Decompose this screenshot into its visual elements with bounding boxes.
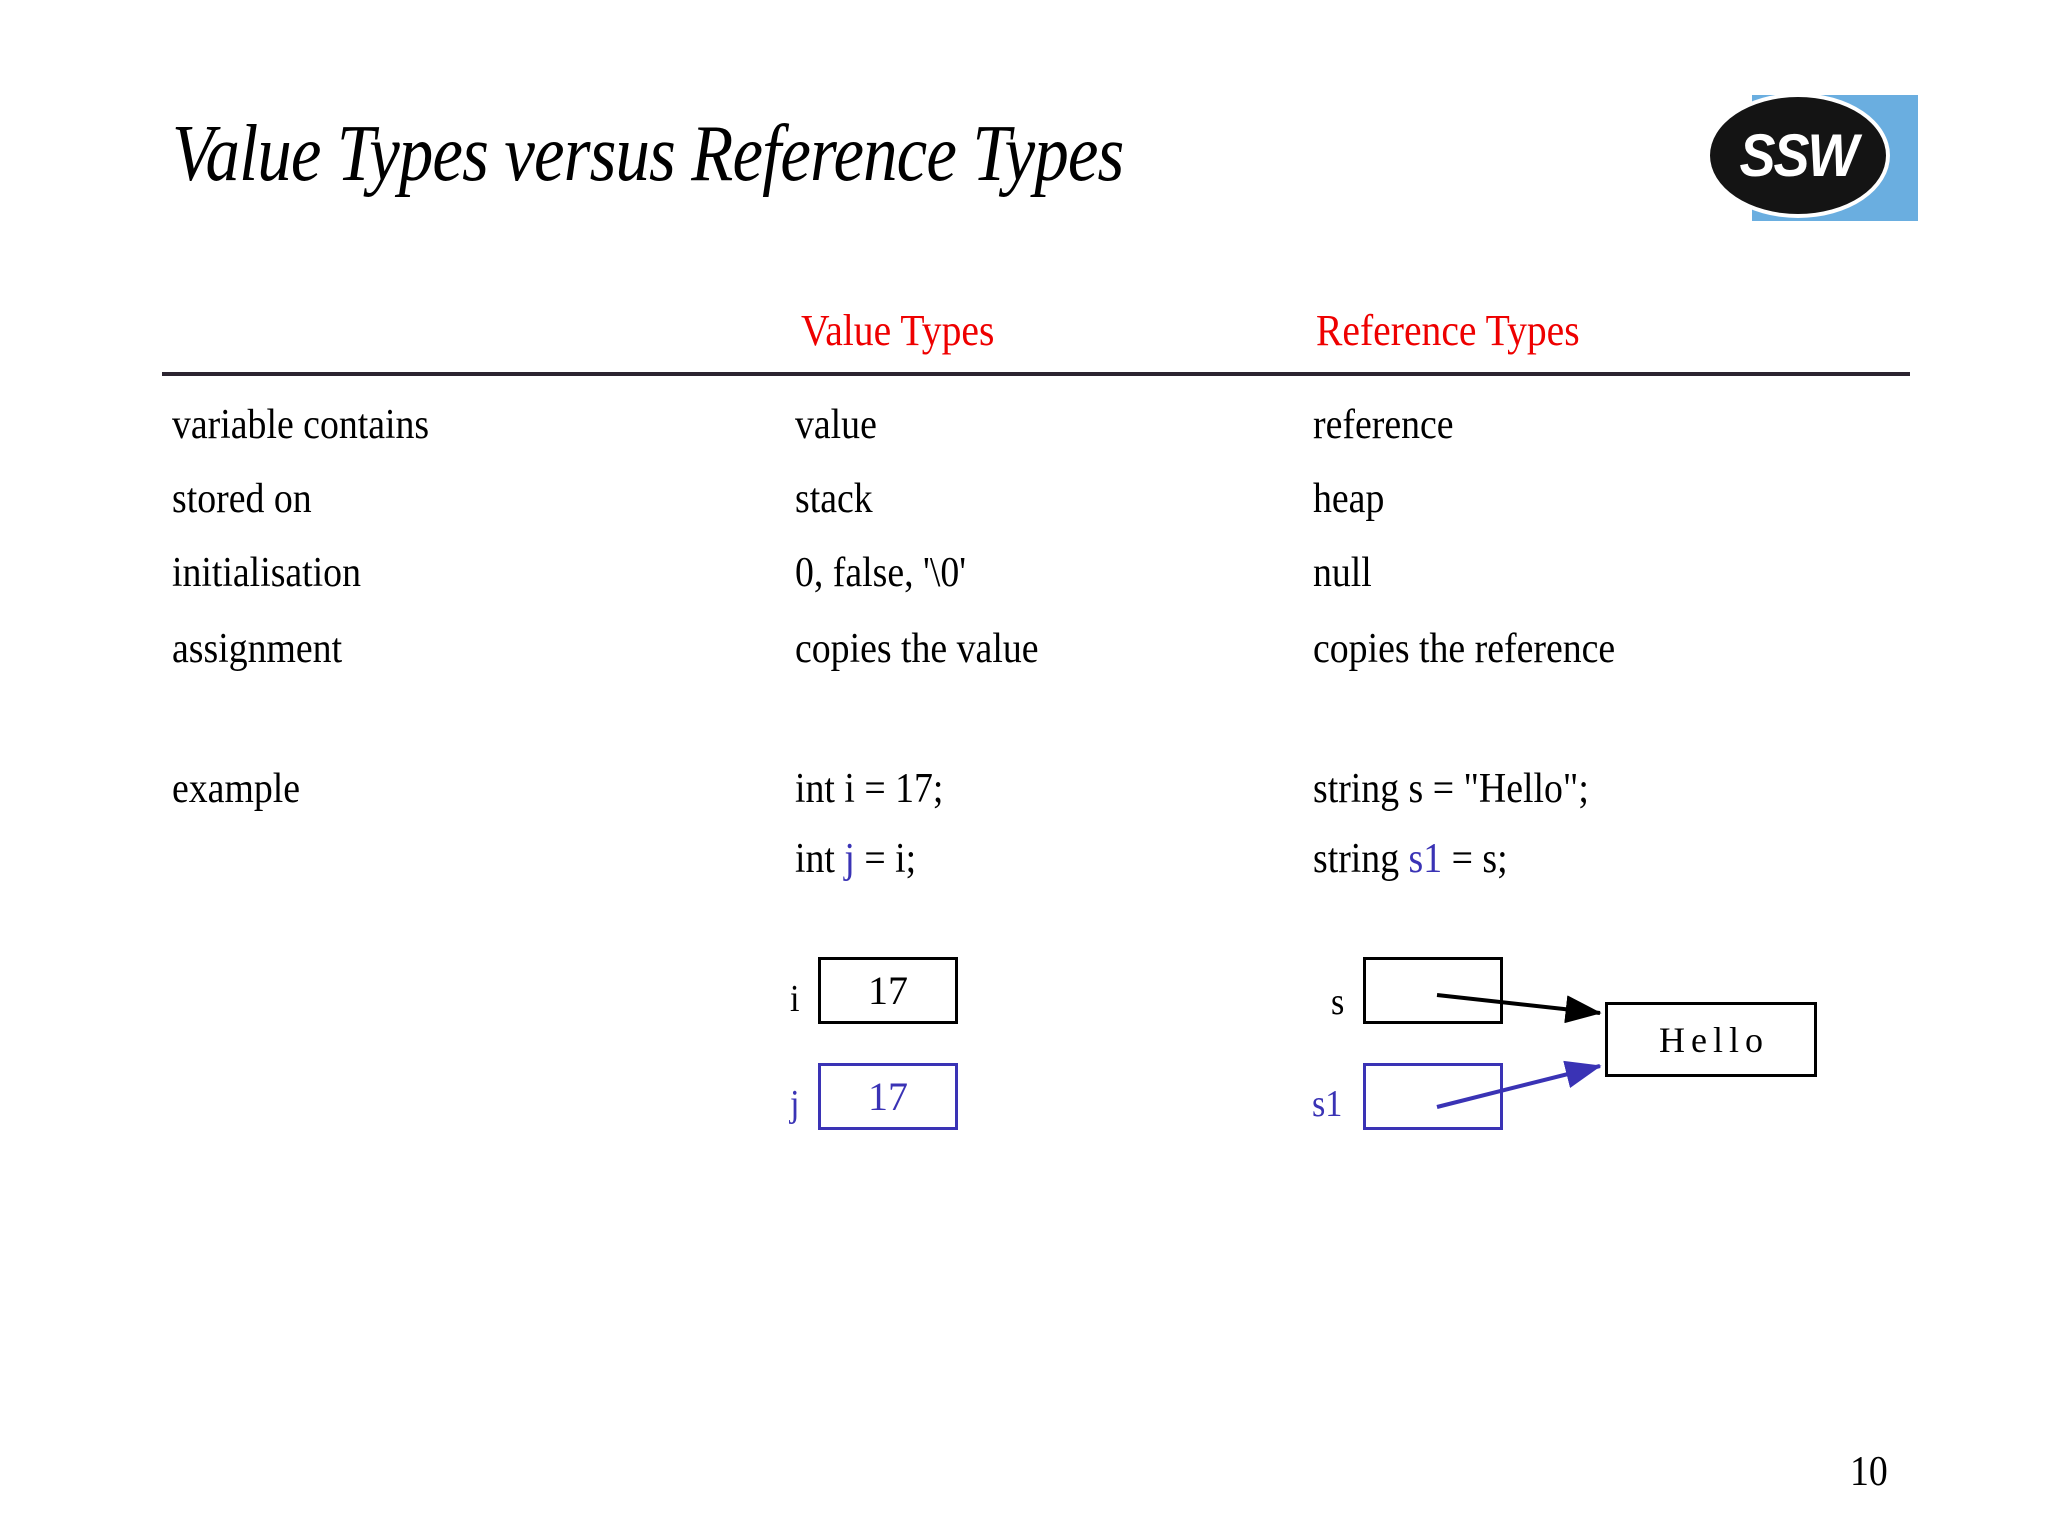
code-identifier-highlighted: j	[844, 836, 855, 882]
table-row-label-example: example	[172, 766, 301, 812]
table-cell-value-stored-on: stack	[795, 476, 873, 522]
code-identifier: s	[1408, 766, 1424, 812]
logo-text: SSW	[1739, 121, 1858, 190]
column-header-reference-types: Reference Types	[1316, 306, 1580, 355]
code-keyword: string	[1313, 836, 1409, 882]
column-header-value-types: Value Types	[801, 306, 995, 355]
ssw-logo: SSW	[1706, 70, 1926, 230]
table-cell-reference-variable-contains: reference	[1313, 402, 1454, 448]
table-row-label-initialisation: initialisation	[172, 550, 361, 596]
code-keyword: int	[795, 766, 845, 812]
diagram-box-s1	[1363, 1063, 1503, 1130]
code-tail: = i;	[854, 836, 917, 882]
code-keyword: string	[1313, 766, 1409, 812]
code-keyword: int	[795, 836, 845, 882]
table-row-label-assignment: assignment	[172, 626, 343, 672]
table-cell-reference-initialisation: null	[1313, 550, 1372, 596]
table-row-label-stored-on: stored on	[172, 476, 312, 522]
code-tail: = s;	[1442, 836, 1508, 882]
code-tail: = "Hello";	[1423, 766, 1589, 812]
table-cell-reference-stored-on: heap	[1313, 476, 1385, 522]
logo-black-ellipse	[1706, 93, 1890, 218]
page-title: Value Types versus Reference Types	[172, 110, 1124, 198]
table-cell-value-assignment: copies the value	[795, 626, 1039, 672]
diagram-var-label-j: j	[790, 1083, 800, 1125]
diagram-var-label-i: i	[790, 978, 800, 1020]
page-number: 10	[1850, 1449, 1888, 1495]
diagram-box-s	[1363, 957, 1503, 1024]
code-reference-types-line-2: string s1 = s;	[1313, 838, 1508, 880]
diagram-var-label-s: s	[1331, 981, 1345, 1023]
code-identifier-highlighted: s1	[1408, 836, 1443, 882]
diagram-heap-object-hello: Hello	[1605, 1002, 1817, 1077]
table-cell-reference-assignment: copies the reference	[1313, 626, 1616, 672]
diagram-box-j: 17	[818, 1063, 958, 1130]
table-cell-value-initialisation: 0, false, '\0'	[795, 550, 967, 596]
code-reference-types-line-1: string s = "Hello";	[1313, 768, 1589, 810]
table-cell-value-variable-contains: value	[795, 402, 877, 448]
code-value-types-line-1: int i = 17;	[795, 768, 943, 810]
diagram-box-i: 17	[818, 957, 958, 1024]
header-divider-rule	[162, 372, 1910, 376]
table-row-label-variable-contains: variable contains	[172, 402, 430, 448]
code-identifier: i	[844, 766, 855, 812]
diagram-var-label-s1: s1	[1312, 1083, 1343, 1125]
code-value-types-line-2: int j = i;	[795, 838, 916, 880]
code-tail: = 17;	[854, 766, 944, 812]
